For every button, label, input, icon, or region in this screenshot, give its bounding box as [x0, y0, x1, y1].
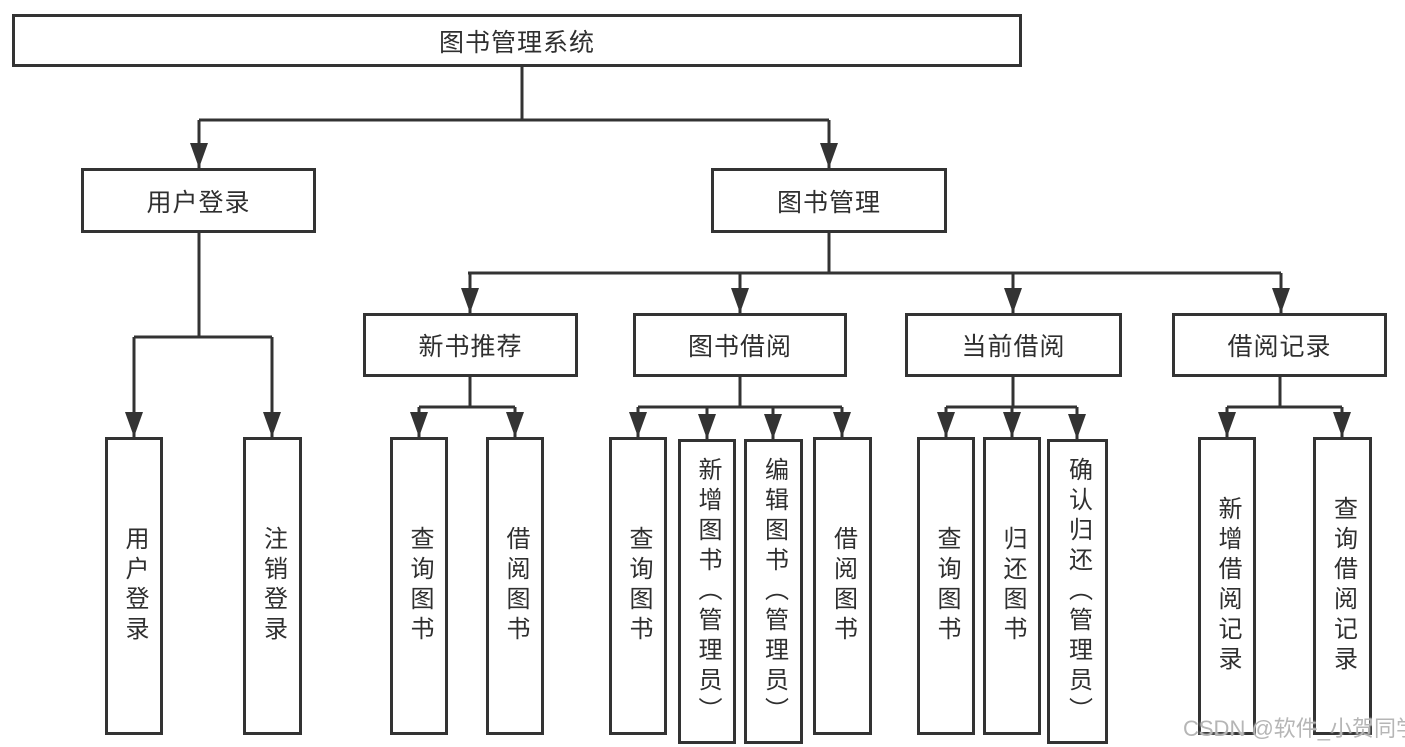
leaf-cb-query-books: 查询图书 — [917, 437, 975, 735]
leaf-nb-query-books: 查询图书 — [390, 437, 448, 735]
leaf-bb-add-books-admin: 新增图书（管理员） — [678, 439, 736, 744]
node-user-login: 用户登录 — [81, 168, 316, 233]
node-book-management: 图书管理 — [711, 168, 947, 233]
leaf-cb-confirm-return-admin: 确认归还（管理员） — [1047, 439, 1108, 744]
leaf-nb-borrow-books: 借阅图书 — [486, 437, 544, 735]
leaf-cb-return-books: 归还图书 — [983, 437, 1041, 735]
leaf-br-query-record: 查询借阅记录 — [1313, 437, 1372, 735]
node-root-system: 图书管理系统 — [12, 14, 1022, 67]
csdn-watermark: CSDN @软件_小贺同学 — [1183, 716, 1405, 741]
leaf-bb-query-books: 查询图书 — [609, 437, 667, 735]
node-new-book-recommend: 新书推荐 — [363, 313, 578, 377]
node-borrow-records: 借阅记录 — [1172, 313, 1387, 377]
leaf-bb-edit-books-admin: 编辑图书（管理员） — [744, 439, 803, 744]
leaf-bb-borrow-books: 借阅图书 — [813, 437, 872, 735]
arrowheads — [125, 143, 1351, 439]
node-book-borrowing: 图书借阅 — [633, 313, 847, 377]
node-current-borrowing: 当前借阅 — [905, 313, 1122, 377]
leaf-br-add-record: 新增借阅记录 — [1198, 437, 1256, 735]
leaf-user-login: 用户登录 — [105, 437, 163, 735]
leaf-logout: 注销登录 — [243, 437, 302, 735]
